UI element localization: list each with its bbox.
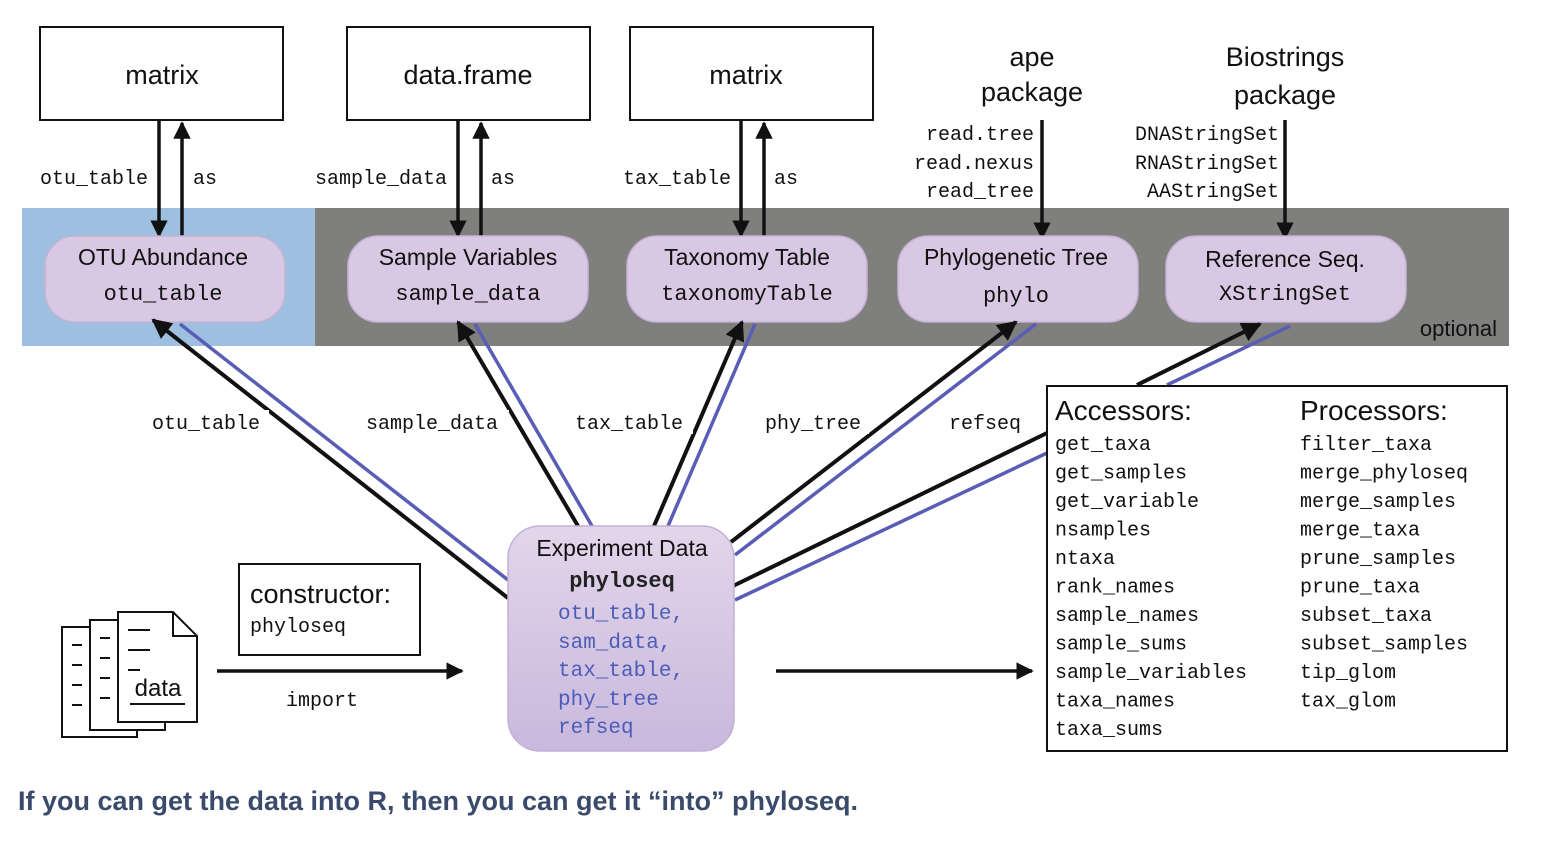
tax-blue-connector: [666, 323, 757, 527]
biostrings-package-word: package: [1234, 80, 1336, 110]
otu-table-connector-label: otu_table: [152, 413, 260, 436]
processors-title: Processors:: [1300, 395, 1448, 426]
sample-variables-class: sample_data: [395, 282, 540, 307]
taxonomy-table-component: [626, 235, 868, 323]
ape-package-name: ape: [1009, 42, 1054, 72]
accessor-get-samples: get_samples: [1055, 463, 1187, 486]
processor-merge-phyloseq: merge_phyloseq: [1300, 463, 1468, 486]
processor-subset-samples: subset_samples: [1300, 634, 1468, 657]
accessor-sample-names: sample_names: [1055, 605, 1199, 628]
data-files-icon: [61, 611, 198, 738]
tax-table-arrow-label: tax_table: [623, 168, 731, 191]
processor-tip-glom: tip_glom: [1300, 662, 1396, 685]
experiment-data-title: Experiment Data: [536, 535, 708, 561]
read-nexus-fn: read.nexus: [914, 153, 1034, 176]
phy-tree-accessor-arrow: [729, 320, 1018, 544]
sample-blue-connector: [473, 323, 594, 527]
slot-otu-table: otu_table,: [558, 603, 684, 626]
sample-as-arrow-label: as: [491, 168, 515, 191]
reference-seq-class: XStringSet: [1219, 282, 1351, 307]
phylogenetic-tree-class: phylo: [983, 284, 1049, 309]
import-label: import: [286, 690, 358, 713]
dna-stringset-class: DNAStringSet: [1135, 124, 1279, 147]
phy-tree-connector-label: phy_tree: [765, 413, 861, 436]
matrix-otu-source-box: [39, 26, 284, 121]
accessors-title: Accessors:: [1055, 395, 1192, 426]
functions-box: [1046, 385, 1508, 752]
otu-blue-connector: [178, 322, 510, 582]
ape-package-word: package: [981, 77, 1083, 107]
otu-as-arrow-label: as: [193, 168, 217, 191]
processor-tax-glom: tax_glom: [1300, 691, 1396, 714]
otu-table-accessor-arrow: [151, 318, 510, 600]
data-icon-label: data: [135, 675, 182, 702]
accessor-sample-sums: sample_sums: [1055, 634, 1187, 657]
reference-seq-title: Reference Seq.: [1205, 246, 1365, 272]
caption: If you can get the data into R, then you…: [18, 786, 859, 816]
slot-tax-table: tax_table,: [558, 660, 684, 683]
refseq-accessor-arrow-lower: [732, 431, 1048, 588]
accessor-nsamples: nsamples: [1055, 520, 1151, 543]
otu-abundance-class: otu_table: [104, 282, 223, 307]
processor-merge-taxa: merge_taxa: [1300, 520, 1420, 543]
refseq-blue-connector-lower: [734, 451, 1048, 602]
processor-filter-taxa: filter_taxa: [1300, 434, 1432, 457]
processor-prune-samples: prune_samples: [1300, 548, 1456, 571]
otu-abundance-title: OTU Abundance: [78, 244, 248, 270]
processor-prune-taxa: prune_taxa: [1300, 577, 1420, 600]
aa-stringset-class: AAStringSet: [1147, 181, 1279, 204]
refseq-connector-label: refseq: [949, 413, 1021, 436]
tax-table-accessor-arrow: [652, 320, 745, 527]
otu-table-arrow-label: otu_table: [40, 168, 148, 191]
taxonomy-table-title: Taxonomy Table: [664, 244, 830, 270]
refseq-accessor-arrow-upper: [1136, 322, 1262, 387]
reference-seq-component: [1165, 235, 1407, 323]
tax-as-arrow-label: as: [774, 168, 798, 191]
matrix-otu-source-label: matrix: [125, 60, 199, 90]
accessor-taxa-names: taxa_names: [1055, 691, 1175, 714]
processor-list: filter_taxa merge_phyloseq merge_samplesme…: [1300, 434, 1468, 714]
constructor-title: constructor:: [250, 579, 391, 609]
experiment-data-class: phyloseq: [569, 569, 675, 594]
accessor-list: get_taxa get_samples get_variable nsamples n…: [1055, 434, 1247, 742]
data-frame-source-label: data.frame: [403, 60, 532, 90]
tree-blue-connector: [733, 322, 1038, 557]
slot-sam-data: sam_data,: [558, 632, 671, 655]
phylogenetic-tree-component: [897, 235, 1139, 323]
refseq-blue-connector-upper: [1166, 324, 1291, 387]
matrix-tax-source-box: [629, 26, 874, 121]
sample-data-arrow-label: sample_data: [315, 168, 447, 191]
matrix-tax-source-label: matrix: [709, 60, 783, 90]
accessor-taxa-sums: taxa_sums: [1055, 719, 1163, 742]
accessor-rank-names: rank_names: [1055, 577, 1175, 600]
slot-phy-tree: phy_tree: [558, 689, 659, 712]
sample-data-accessor-arrow: [456, 320, 580, 528]
accessor-ntaxa: ntaxa: [1055, 548, 1115, 571]
processor-merge-samples: merge_samples: [1300, 491, 1456, 514]
phylogenetic-tree-title: Phylogenetic Tree: [924, 244, 1108, 270]
slot-refseq: refseq: [558, 717, 634, 740]
experiment-data-box: [507, 525, 735, 752]
optional-label: optional: [1420, 316, 1497, 341]
read-tree-underscore-fn: read_tree: [926, 181, 1034, 204]
sample-variables-title: Sample Variables: [379, 244, 558, 270]
taxonomy-table-class: taxonomyTable: [661, 282, 833, 307]
rna-stringset-class: RNAStringSet: [1135, 153, 1279, 176]
tax-table-connector-label: tax_table: [575, 413, 683, 436]
accessor-sample-variables: sample_variables: [1055, 662, 1247, 685]
constructor-box: [238, 563, 421, 656]
constructor-function: phyloseq: [250, 616, 346, 639]
accessor-get-taxa: get_taxa: [1055, 434, 1151, 457]
processor-subset-taxa: subset_taxa: [1300, 605, 1432, 628]
read-tree-fn: read.tree: [926, 124, 1034, 147]
sample-data-connector-label: sample_data: [366, 413, 498, 436]
data-frame-source-box: [346, 26, 591, 121]
biostrings-package-name: Biostrings: [1226, 42, 1345, 72]
accessor-get-variable: get_variable: [1055, 491, 1199, 514]
